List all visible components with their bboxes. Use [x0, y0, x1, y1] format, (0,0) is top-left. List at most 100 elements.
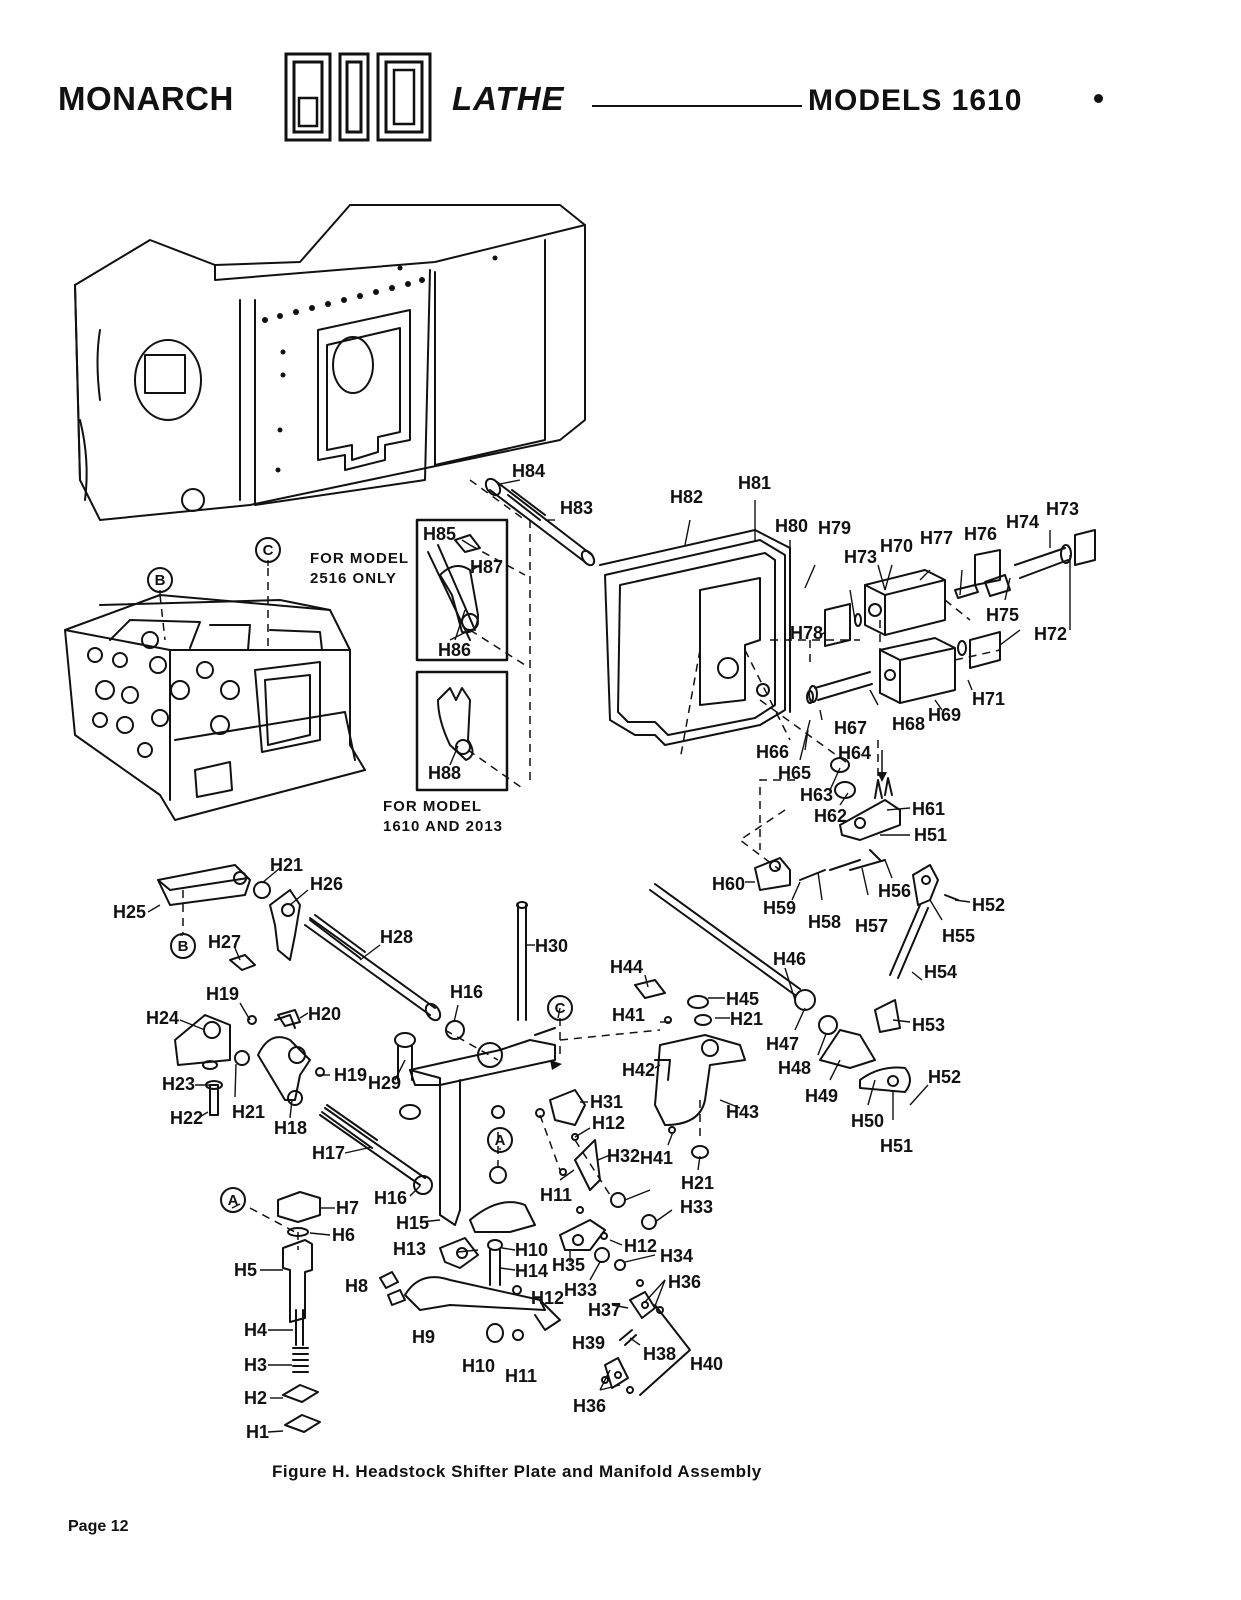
label-h72: H72	[1034, 624, 1067, 644]
label-h63: H63	[800, 785, 833, 805]
h5-stack-illustration	[277, 1191, 321, 1433]
label-h76: H76	[964, 524, 997, 544]
circle-b-lower: B	[178, 938, 189, 955]
label-h44: H44	[610, 957, 643, 977]
label-h12-lower: H12	[531, 1288, 564, 1308]
label-h26: H26	[310, 874, 343, 894]
label-h15: H15	[396, 1213, 429, 1233]
label-h74: H74	[1006, 512, 1039, 532]
label-h54: H54	[924, 962, 957, 982]
label-h66: H66	[756, 742, 789, 762]
label-h69: H69	[928, 705, 961, 725]
label-h21-top: H21	[270, 855, 303, 875]
label-h68: H68	[892, 714, 925, 734]
circle-a-stack: A	[228, 1192, 239, 1209]
h61-arrow-head	[877, 772, 887, 782]
label-h78: H78	[790, 623, 823, 643]
headstock-box-illustration	[64, 594, 366, 821]
label-h7: H7	[336, 1198, 359, 1218]
label-h45: H45	[726, 989, 759, 1009]
label-h75: H75	[986, 605, 1019, 625]
h26-lever-illustration	[253, 881, 301, 961]
label-h40: H40	[690, 1354, 723, 1374]
label-h57: H57	[855, 916, 888, 936]
label-h73-right: H73	[1046, 499, 1079, 519]
label-h51-upper: H51	[914, 825, 947, 845]
label-h51-lower: H51	[880, 1136, 913, 1156]
circle-b-top: B	[155, 572, 166, 589]
h46-shaft-illustration	[649, 883, 911, 1093]
h25-block-illustration	[157, 864, 251, 906]
model-1610-inset-frame	[415, 670, 509, 792]
manifold-blocks-illustration	[806, 529, 1096, 704]
label-h11-upper: H11	[540, 1185, 572, 1205]
label-h41-upper: H41	[612, 1005, 645, 1025]
label-h59: H59	[763, 898, 796, 918]
label-h12-upper: H12	[592, 1113, 625, 1133]
label-h38: H38	[643, 1344, 676, 1364]
label-h14: H14	[515, 1261, 548, 1281]
h20-h27-pins-illustration	[229, 954, 325, 1077]
label-h48: H48	[778, 1058, 811, 1078]
label-h46: H46	[773, 949, 806, 969]
models-title: MODELS 1610	[808, 84, 1023, 117]
label-h12-middle: H12	[624, 1236, 657, 1256]
label-h21-lower: H21	[681, 1173, 714, 1193]
note-model-1610-line1: FOR MODEL	[383, 798, 482, 815]
label-h65: H65	[778, 763, 811, 783]
label-h73-left: H73	[844, 547, 877, 567]
h60-bracket-illustration	[754, 857, 886, 891]
label-h30: H30	[535, 936, 568, 956]
note-model-2516-line2: 2516 ONLY	[310, 570, 397, 587]
h17-shaft-illustration	[319, 1104, 433, 1195]
label-h87: H87	[470, 557, 503, 577]
label-h47: H47	[766, 1034, 799, 1054]
headstock-casting-illustration	[74, 204, 586, 521]
label-h88: H88	[428, 763, 461, 783]
label-h55: H55	[942, 926, 975, 946]
h88-fork-illustration	[437, 687, 474, 761]
label-h81: H81	[738, 473, 771, 493]
label-h18: H18	[274, 1118, 307, 1138]
label-h19-lower: H19	[334, 1065, 367, 1085]
circle-c-top: C	[263, 542, 274, 559]
label-h58: H58	[808, 912, 841, 932]
h28-shaft-illustration	[304, 914, 465, 1040]
label-h29: H29	[368, 1073, 401, 1093]
label-h70: H70	[880, 536, 913, 556]
figure-caption: Figure H. Headstock Shifter Plate and Ma…	[272, 1462, 762, 1481]
label-h37: H37	[588, 1300, 621, 1320]
label-h6: H6	[332, 1225, 355, 1245]
label-h35: H35	[552, 1255, 585, 1275]
label-h85: H85	[423, 524, 456, 544]
c-arrow-head	[550, 1060, 562, 1070]
label-h39: H39	[572, 1333, 605, 1353]
label-h53: H53	[912, 1015, 945, 1035]
h9-lever-illustration	[379, 1237, 561, 1343]
label-h36-upper: H36	[668, 1272, 701, 1292]
label-h1: H1	[246, 1422, 269, 1442]
model-610-logo	[284, 52, 432, 142]
label-h21-left: H21	[232, 1102, 265, 1122]
note-model-2516-line1: FOR MODEL	[310, 550, 409, 567]
circle-a-shifter: A	[495, 1132, 506, 1149]
label-h28: H28	[380, 927, 413, 947]
label-h67: H67	[834, 718, 867, 738]
label-h56: H56	[878, 881, 911, 901]
label-h2: H2	[244, 1388, 267, 1408]
label-h86: H86	[438, 640, 471, 660]
brand-name: MONARCH	[58, 80, 234, 117]
label-h80: H80	[775, 516, 808, 536]
label-h24: H24	[146, 1008, 179, 1028]
label-h25: H25	[113, 902, 146, 922]
h18-lever-illustration	[257, 1014, 311, 1106]
label-h32: H32	[607, 1146, 640, 1166]
label-h10-upper: H10	[515, 1240, 548, 1260]
label-h4: H4	[244, 1320, 267, 1340]
model-2516-inset-frame	[415, 518, 509, 662]
label-h36-lower: H36	[573, 1396, 606, 1416]
label-h3: H3	[244, 1355, 267, 1375]
label-h34: H34	[660, 1246, 693, 1266]
label-h52-upper: H52	[972, 895, 1005, 915]
